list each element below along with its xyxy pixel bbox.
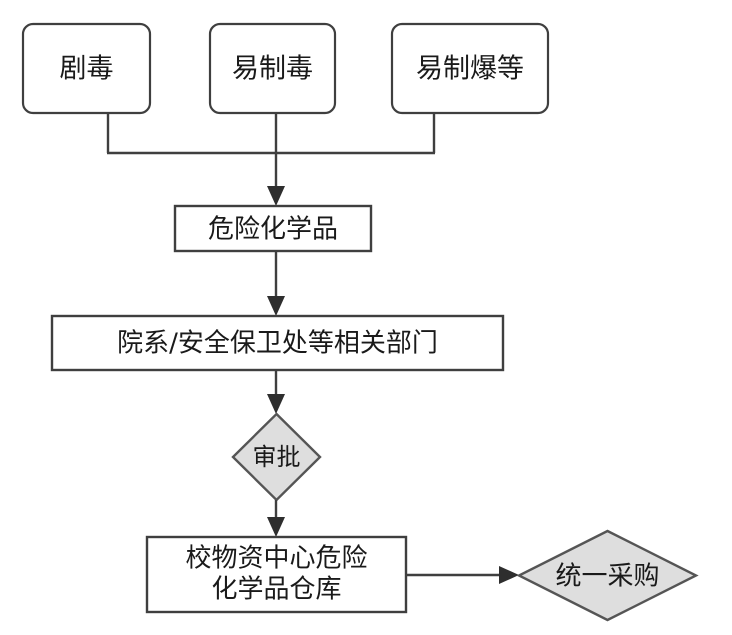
edge-approval-to-warehouse: [267, 500, 285, 537]
warehouse-box[interactable]: [145, 535, 408, 614]
arrowhead-to-unified-purchase: [499, 566, 519, 584]
arrowhead-to-departments: [267, 296, 285, 316]
warehouse-label-line1: 校物资中心危险: [185, 544, 367, 574]
node-hazard-toxic[interactable]: 剧毒: [21, 22, 152, 115]
hazard-toxic-label: 剧毒: [60, 54, 114, 85]
edge-merge-connector: [106, 113, 436, 206]
hazard-explosive-box[interactable]: [390, 22, 550, 115]
hazardous-chemicals-label: 危险化学品: [208, 215, 338, 245]
hazardous-chemicals-box[interactable]: [173, 204, 373, 253]
edge-warehouse-to-purchase: [406, 566, 519, 584]
unified-purchase-label: 统一采购: [555, 562, 659, 592]
edge-chemicals-to-departments: [267, 251, 285, 316]
node-unified-purchase[interactable]: 统一采购: [516, 529, 699, 622]
node-hazardous-chemicals[interactable]: 危险化学品: [173, 204, 373, 253]
hazard-explosive-label: 易制爆等: [416, 54, 524, 85]
arrowhead-to-warehouse: [267, 517, 285, 537]
hazard-precursor-box[interactable]: [208, 22, 337, 115]
arrowhead-to-hazardous-chemicals: [267, 186, 285, 206]
hazard-precursor-label: 易制毒: [232, 54, 313, 85]
departments-box[interactable]: [50, 314, 505, 372]
hazard-toxic-box[interactable]: [21, 22, 152, 115]
unified-purchase-diamond[interactable]: [516, 529, 699, 622]
node-hazard-precursor[interactable]: 易制毒: [208, 22, 337, 115]
node-approval[interactable]: 审批: [231, 412, 322, 502]
approval-label: 审批: [253, 443, 301, 471]
edge-departments-to-approval: [267, 370, 285, 414]
node-departments[interactable]: 院系/安全保卫处等相关部门: [50, 314, 505, 372]
node-hazard-explosive[interactable]: 易制爆等: [390, 22, 550, 115]
arrowhead-to-approval: [267, 394, 285, 414]
node-warehouse[interactable]: 校物资中心危险 化学品仓库: [145, 535, 408, 614]
departments-label: 院系/安全保卫处等相关部门: [117, 329, 438, 359]
warehouse-label-line2: 化学品仓库: [211, 575, 341, 605]
